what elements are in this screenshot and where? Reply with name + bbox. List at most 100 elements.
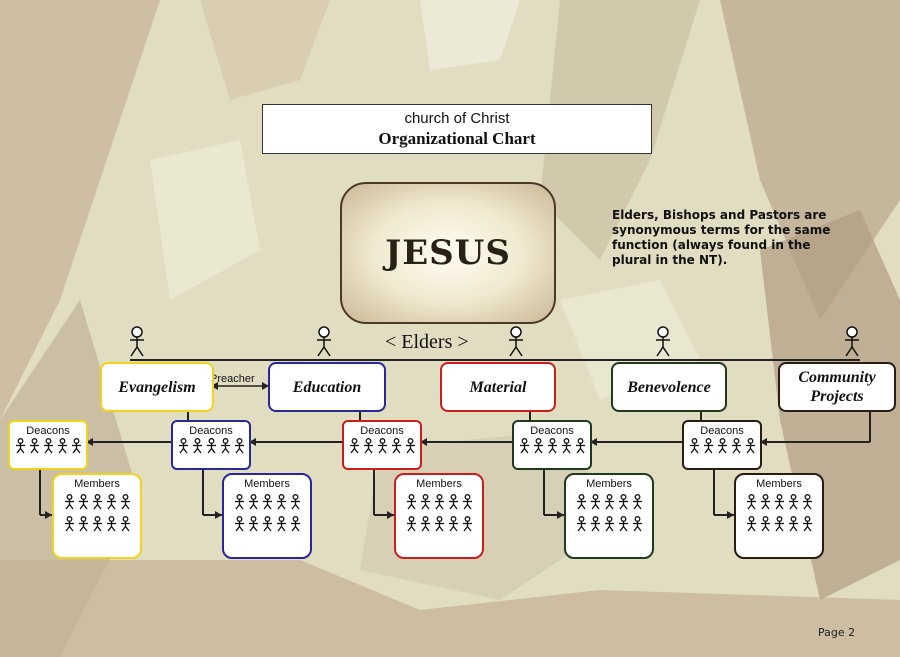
elders-label: < Elders > bbox=[385, 331, 469, 353]
stick-figure-icon bbox=[276, 494, 286, 510]
stick-figure-icon bbox=[576, 494, 586, 510]
stick-figure-icon bbox=[420, 516, 430, 532]
elder-figure-icon bbox=[509, 326, 523, 357]
ministry-label: Education bbox=[292, 378, 362, 396]
stick-figure-icon bbox=[448, 494, 458, 510]
stick-figure-icon bbox=[120, 516, 130, 532]
stick-figure-icon bbox=[290, 494, 300, 510]
stick-figure-icon bbox=[106, 494, 116, 510]
title-box: church of Christ Organizational Chart bbox=[262, 104, 652, 154]
stick-figure-icon bbox=[206, 438, 216, 454]
arrow-head-icon bbox=[727, 511, 734, 519]
ministry-education: Education bbox=[268, 362, 386, 412]
stick-figure-icon bbox=[788, 494, 798, 510]
stick-figure-icon bbox=[15, 438, 25, 454]
deacons-label: Deacons bbox=[360, 425, 404, 437]
ministry-material: Material bbox=[440, 362, 556, 412]
stick-figure-icon bbox=[377, 438, 387, 454]
figure-row bbox=[344, 438, 420, 454]
stick-figure-icon bbox=[406, 516, 416, 532]
stick-figure-icon bbox=[276, 516, 286, 532]
deacons-label: Deacons bbox=[700, 425, 744, 437]
members-label: Members bbox=[74, 478, 120, 490]
elder-figure-icon bbox=[317, 326, 331, 357]
stick-figure-icon bbox=[746, 494, 756, 510]
stick-figure-icon bbox=[106, 516, 116, 532]
stick-figure-icon bbox=[448, 516, 458, 532]
stick-figure-icon bbox=[462, 494, 472, 510]
stick-figure-icon bbox=[802, 494, 812, 510]
members-box: Members bbox=[52, 473, 142, 559]
members-box: Members bbox=[734, 473, 824, 559]
deacons-label: Deacons bbox=[189, 425, 233, 437]
stick-figure-icon bbox=[92, 494, 102, 510]
arrow-head-icon bbox=[590, 438, 597, 446]
arrow-head-icon bbox=[215, 511, 222, 519]
stick-figure-icon bbox=[618, 516, 628, 532]
figure-row bbox=[736, 516, 822, 532]
members-box: Members bbox=[222, 473, 312, 559]
stick-figure-icon bbox=[234, 494, 244, 510]
members-label: Members bbox=[756, 478, 802, 490]
stick-figure-icon bbox=[64, 516, 74, 532]
stick-figure-icon bbox=[745, 438, 755, 454]
stick-figure-icon bbox=[802, 516, 812, 532]
stick-figure-icon bbox=[248, 516, 258, 532]
members-box: Members bbox=[564, 473, 654, 559]
ministry-benevolence: Benevolence bbox=[611, 362, 727, 412]
stick-figure-icon bbox=[43, 438, 53, 454]
stick-figure-icon bbox=[731, 438, 741, 454]
stick-figure-icon bbox=[632, 516, 642, 532]
stick-figure-icon bbox=[632, 494, 642, 510]
stick-figure-icon bbox=[774, 494, 784, 510]
stick-figure-icon bbox=[262, 494, 272, 510]
page-number: Page 2 bbox=[818, 626, 856, 639]
figure-row bbox=[566, 494, 652, 510]
ministry-evangelism: Evangelism bbox=[100, 362, 214, 412]
figure-row bbox=[566, 516, 652, 532]
stick-figure-icon bbox=[590, 516, 600, 532]
stick-figure-icon bbox=[575, 438, 585, 454]
stick-figure-icon bbox=[406, 494, 416, 510]
figure-row bbox=[736, 494, 822, 510]
arrow-head-icon bbox=[387, 511, 394, 519]
stick-figure-icon bbox=[760, 516, 770, 532]
stick-figure-icon bbox=[248, 494, 258, 510]
elder-figure-icon bbox=[656, 326, 670, 357]
stick-figure-icon bbox=[391, 438, 401, 454]
members-label: Members bbox=[586, 478, 632, 490]
figure-row bbox=[173, 438, 249, 454]
ministry-label: Community Projects bbox=[798, 369, 876, 405]
stick-figure-icon bbox=[178, 438, 188, 454]
stick-figure-icon bbox=[462, 516, 472, 532]
arrow-head-icon bbox=[557, 511, 564, 519]
stick-figure-icon bbox=[533, 438, 543, 454]
deacons-box: Deacons bbox=[512, 420, 592, 470]
stick-figure-icon bbox=[561, 438, 571, 454]
arrow-head-icon bbox=[420, 438, 427, 446]
stick-figure-icon bbox=[234, 516, 244, 532]
arrow-head-icon bbox=[86, 438, 93, 446]
stick-figure-icon bbox=[434, 494, 444, 510]
elder-figure-icon bbox=[130, 326, 144, 357]
arrow-head-icon bbox=[262, 382, 269, 390]
deacons-label: Deacons bbox=[530, 425, 574, 437]
ministry-label: Benevolence bbox=[627, 378, 711, 396]
preacher-label: Preacher bbox=[210, 373, 255, 385]
deacons-box: Deacons bbox=[171, 420, 251, 470]
members-label: Members bbox=[244, 478, 290, 490]
ministry-community-projects: Community Projects bbox=[778, 362, 896, 412]
stick-figure-icon bbox=[71, 438, 81, 454]
stick-figure-icon bbox=[746, 516, 756, 532]
figure-row bbox=[224, 494, 310, 510]
stick-figure-icon bbox=[774, 516, 784, 532]
stick-figure-icon bbox=[349, 438, 359, 454]
figure-row bbox=[514, 438, 590, 454]
stick-figure-icon bbox=[717, 438, 727, 454]
deacons-box: Deacons bbox=[682, 420, 762, 470]
stick-figure-icon bbox=[78, 516, 88, 532]
elder-figure-icon bbox=[845, 326, 859, 357]
figure-row bbox=[396, 494, 482, 510]
figure-row bbox=[396, 516, 482, 532]
